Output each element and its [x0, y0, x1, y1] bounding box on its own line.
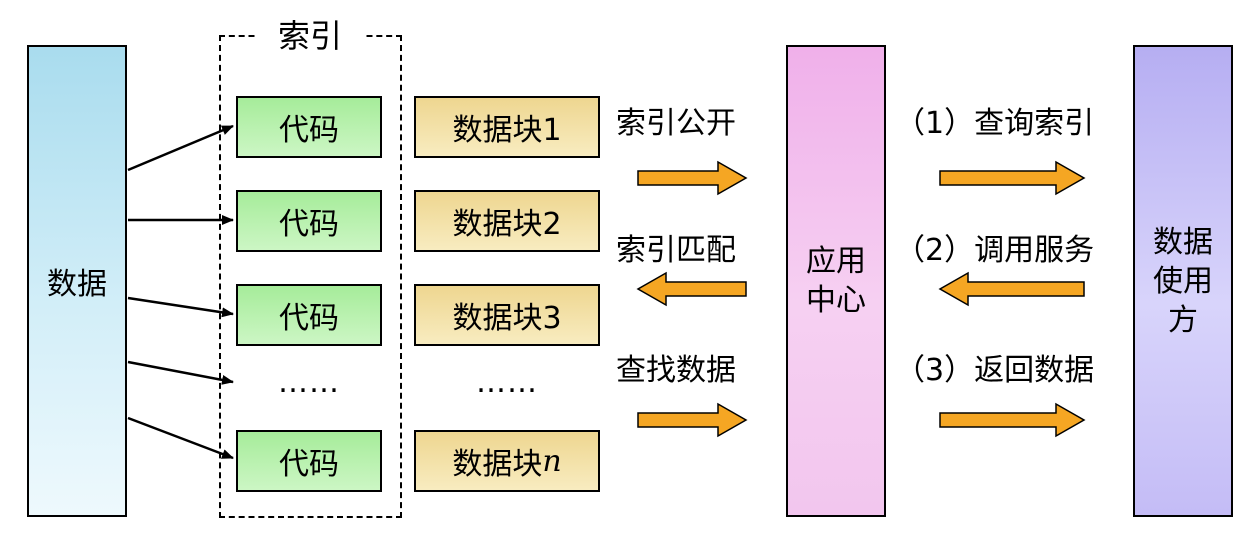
code-label: 代码 [279, 301, 339, 336]
call-service-label: （2）调用服务 [895, 233, 1095, 268]
code-box-n: 代码 [236, 430, 382, 492]
data-block-1: 数据块1 [414, 96, 600, 158]
data-block-label: 数据块1 [452, 113, 562, 148]
data-source-label: 数据 [47, 267, 107, 302]
block-ellipsis: …… [414, 362, 600, 402]
data-user-line1: 数据 [1153, 224, 1213, 260]
data-user-box: 数据 使用 方 [1133, 45, 1233, 517]
query-index-label: （1）查询索引 [895, 106, 1095, 141]
code-ellipsis-text: …… [278, 364, 340, 400]
data-block-label: 数据块2 [452, 207, 562, 242]
index-match-arrow [636, 271, 747, 307]
index-match-label: 索引匹配 [616, 233, 736, 268]
data-block-2: 数据块2 [414, 190, 600, 252]
link-arrow-4 [127, 360, 234, 385]
data-block-label: 数据块 [452, 447, 543, 482]
find-data-label: 查找数据 [616, 353, 736, 388]
link-arrow-1 [127, 124, 234, 172]
data-block-3: 数据块3 [414, 284, 600, 346]
code-label: 代码 [279, 447, 339, 482]
index-publish-arrow [637, 160, 748, 196]
code-box-3: 代码 [236, 284, 382, 346]
data-block-label: 数据块3 [452, 301, 562, 336]
app-center-line1: 应用 [806, 244, 866, 279]
code-label: 代码 [279, 113, 339, 148]
code-ellipsis: …… [236, 362, 382, 402]
data-user-line3: 方 [1168, 302, 1198, 338]
query-index-arrow [939, 160, 1086, 196]
index-group-title-text: 索引 [277, 17, 342, 55]
find-data-arrow [637, 402, 748, 438]
block-ellipsis-text: …… [476, 364, 538, 400]
code-box-1: 代码 [236, 96, 382, 158]
code-label: 代码 [279, 207, 339, 242]
data-user-line2: 使用 [1153, 263, 1213, 299]
link-arrow-5 [127, 416, 234, 460]
data-block-n-variable: n [542, 443, 562, 479]
link-arrow-3 [127, 296, 234, 318]
code-box-2: 代码 [236, 190, 382, 252]
return-data-label: （3）返回数据 [895, 353, 1095, 388]
call-service-arrow [938, 271, 1085, 307]
data-source-box: 数据 [27, 45, 127, 517]
index-publish-label: 索引公开 [616, 106, 736, 141]
return-data-arrow [939, 402, 1086, 438]
app-center-box: 应用 中心 [786, 45, 886, 517]
index-group-title: 索引 [255, 12, 365, 56]
app-center-line2: 中心 [806, 283, 866, 318]
